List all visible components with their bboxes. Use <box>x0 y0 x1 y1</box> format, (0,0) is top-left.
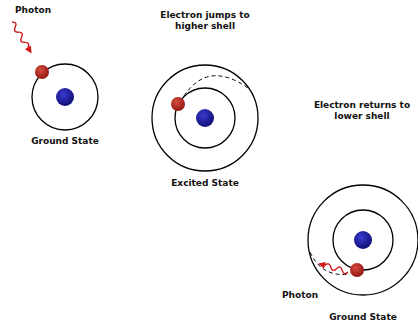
electron <box>171 97 185 111</box>
outer-shell <box>308 185 418 295</box>
photon-wave <box>9 20 35 55</box>
step-note: Electron returns to lower shell <box>312 100 412 122</box>
nucleus <box>196 109 214 127</box>
inner-shell <box>175 88 235 148</box>
state-label: Ground State <box>20 136 110 147</box>
state-label: Excited State <box>160 178 250 189</box>
step-note: Electron jumps to higher shell <box>150 10 260 32</box>
inner-shell <box>333 210 393 270</box>
electron <box>350 263 364 277</box>
electron <box>35 65 49 79</box>
electron-shell <box>32 64 98 130</box>
nucleus <box>354 231 372 249</box>
jump-path <box>184 76 248 96</box>
outer-shell <box>152 65 258 171</box>
photon-wave <box>317 260 349 275</box>
photon-label: Photon <box>3 5 63 16</box>
photon-label: Photon <box>270 290 330 301</box>
state-label: Ground State <box>318 312 408 323</box>
nucleus <box>56 88 74 106</box>
return-path <box>310 252 350 275</box>
